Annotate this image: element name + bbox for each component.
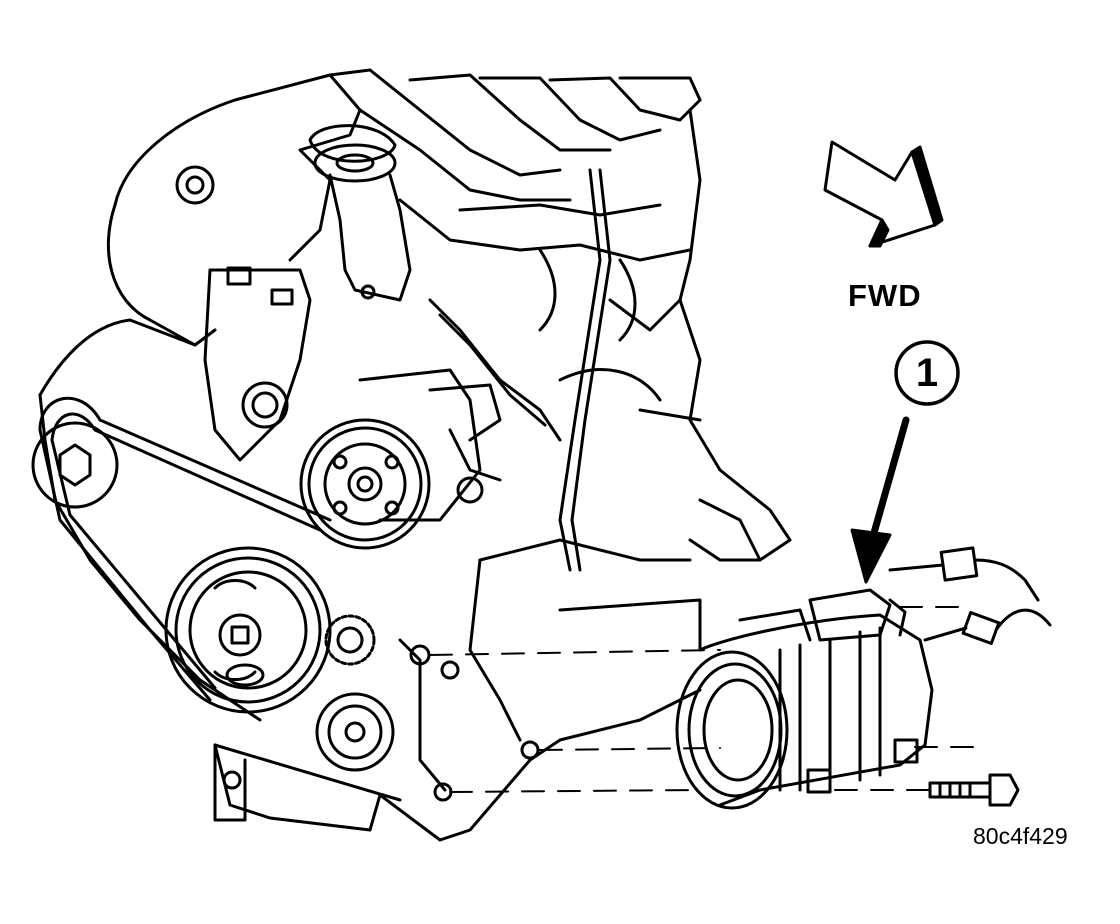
forward-arrow-icon [823,140,944,248]
timing-cover [203,266,312,462]
alignment-lines [429,606,976,793]
compressor-bolt [928,773,1020,807]
electrical-connectors [888,546,1052,645]
power-steering-pump [358,368,502,522]
engine-block [38,73,792,842]
crankshaft-pulley [164,546,332,714]
serpentine-belt [38,396,332,702]
belt-tensioner [324,614,376,666]
callout-marker [894,340,960,406]
lower-idler [315,692,395,772]
callout-number: 1 [915,351,939,395]
idler-pulley [31,421,119,509]
intake-manifold [328,68,702,342]
oil-pan [213,743,402,822]
ac-compressor [675,588,934,810]
hose-lines [428,168,612,572]
compressor-bracket [398,638,540,802]
callout-arrow-icon [850,416,910,584]
power-steering-pulley [299,418,431,550]
figure-id: 80c4f429 [973,823,1068,849]
direction-label: FWD [848,278,922,313]
oil-filler-neck [308,124,412,302]
